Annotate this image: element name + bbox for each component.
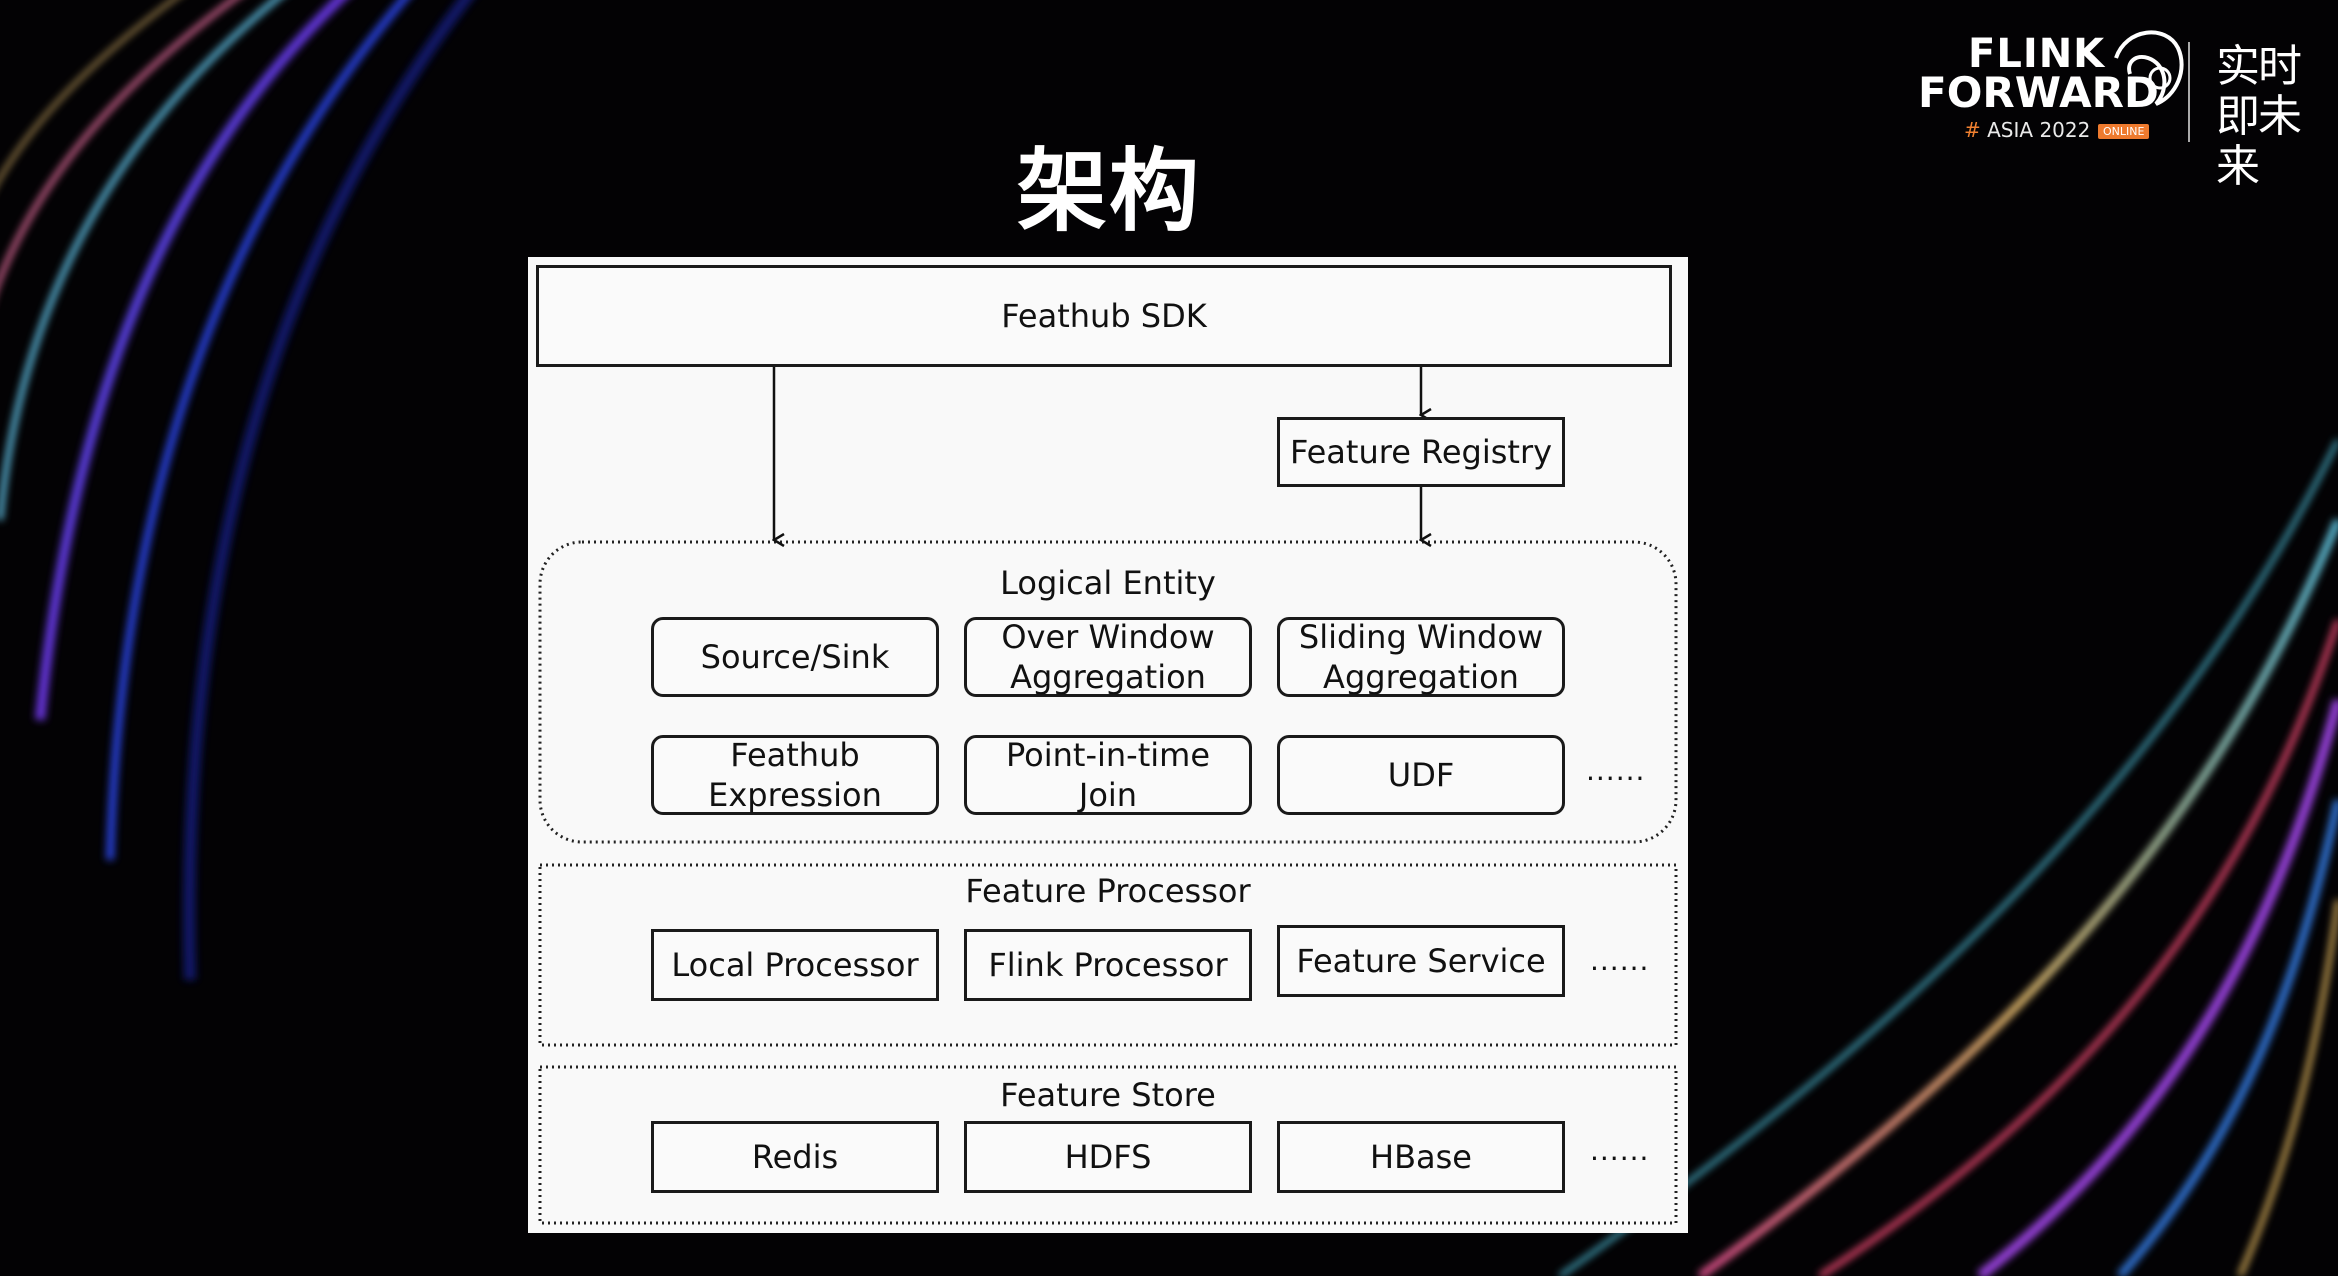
logo-divider <box>2188 42 2190 142</box>
flink-processor-box: Flink Processor <box>964 929 1252 1001</box>
over-window-aggregation-box: Over Window Aggregation <box>964 617 1252 697</box>
online-badge: ONLINE <box>2098 124 2150 139</box>
flink-forward-logo: FLINK FORWARD # ASIA 2022 ONLINE 实时即未来 <box>1910 12 2310 192</box>
local-processor-box: Local Processor <box>651 929 939 1001</box>
feature-processor-more: ...... <box>1590 944 1650 977</box>
hbase-box: HBase <box>1277 1121 1565 1193</box>
feature-store-title: Feature Store <box>1000 1076 1216 1114</box>
logo-hash: # <box>1964 118 1981 142</box>
feature-processor-title: Feature Processor <box>965 872 1251 910</box>
logo-edition-text: ASIA 2022 <box>1987 118 2091 142</box>
source-sink-box: Source/Sink <box>651 617 939 697</box>
logical-entity-container <box>538 540 1678 844</box>
diagram-connectors <box>538 367 1678 1225</box>
feature-processor-container <box>538 863 1678 1047</box>
feathub-expression-box: Feathub Expression <box>651 735 939 815</box>
logical-entity-more: ...... <box>1586 754 1646 787</box>
architecture-diagram: Feathub SDK Feature Registry Logical Ent… <box>528 257 1688 1233</box>
feature-service-box: Feature Service <box>1277 925 1565 997</box>
logo-line1: FLINK <box>1968 31 2106 77</box>
udf-box: UDF <box>1277 735 1565 815</box>
squirrel-icon <box>2114 30 2184 106</box>
slide-title: 架构 <box>1017 139 1201 244</box>
hdfs-box: HDFS <box>964 1121 1252 1193</box>
logo-chinese-slogan: 实时即未来 <box>2216 41 2302 192</box>
logical-entity-title: Logical Entity <box>1000 564 1216 602</box>
logo-line2: FORWARD <box>1918 68 2159 117</box>
redis-box: Redis <box>651 1121 939 1193</box>
feature-store-more: ...... <box>1590 1134 1650 1167</box>
feathub-sdk-box: Feathub SDK <box>536 265 1672 367</box>
logo-edition: # ASIA 2022 <box>1964 120 2090 140</box>
feature-store-container <box>538 1065 1678 1225</box>
point-in-time-join-box: Point-in-time Join <box>964 735 1252 815</box>
sliding-window-aggregation-box: Sliding Window Aggregation <box>1277 617 1565 697</box>
feature-registry-box: Feature Registry <box>1277 417 1565 487</box>
